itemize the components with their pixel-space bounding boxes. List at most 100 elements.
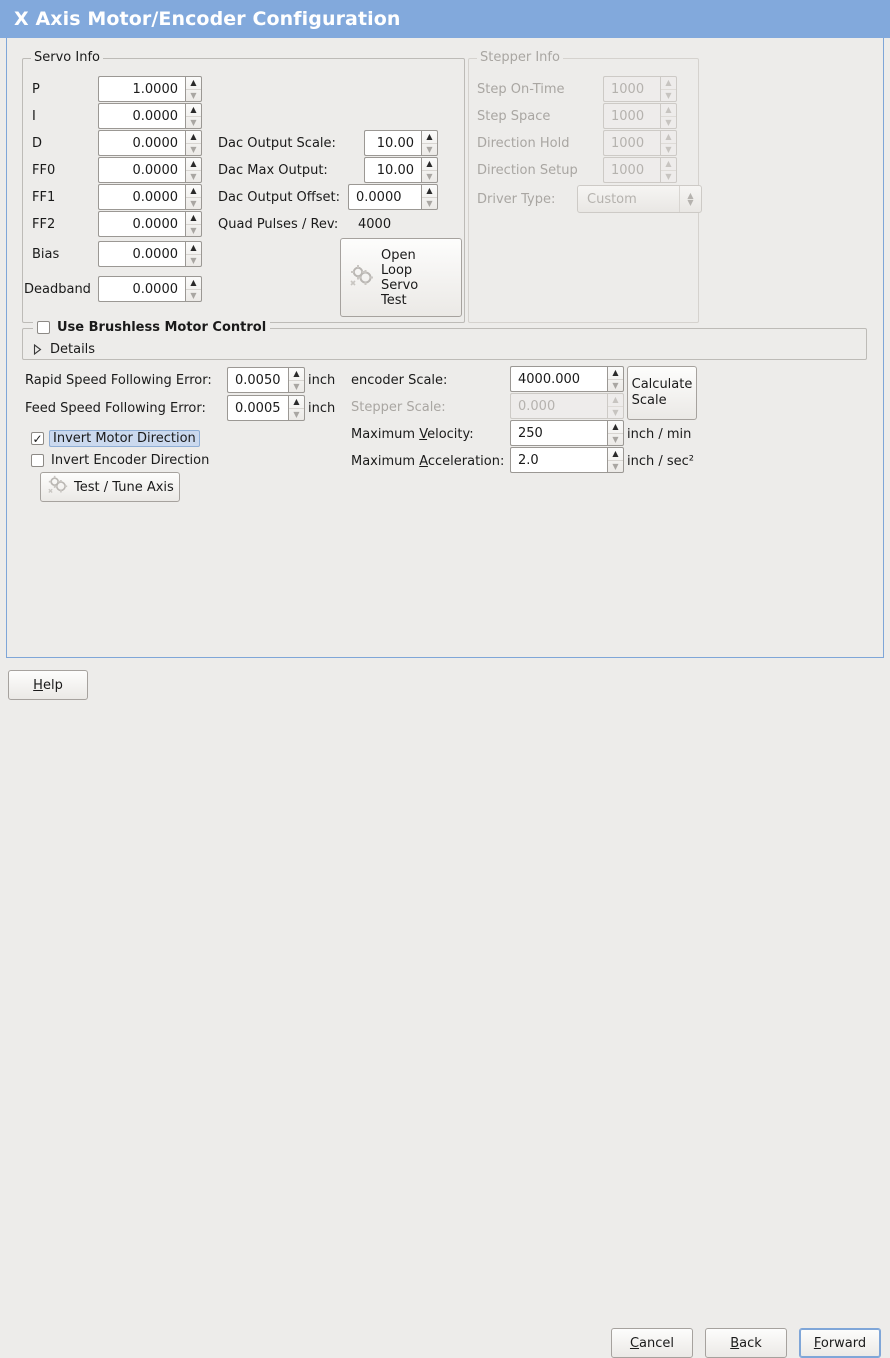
spin-up-icon[interactable]: ▲ — [426, 159, 433, 168]
spin-deadband-value[interactable]: 0.0000 — [98, 276, 185, 302]
spin-ff2-buttons[interactable]: ▲ ▼ — [185, 211, 202, 237]
spin-bias[interactable]: 0.0000 ▲ ▼ — [98, 241, 202, 267]
spin-maximum-acceleration[interactable]: 2.0 ▲ ▼ — [510, 447, 624, 473]
spin-ff1-value[interactable]: 0.0000 — [98, 184, 185, 210]
spin-down-icon[interactable]: ▼ — [608, 433, 623, 445]
spin-deadband-buttons[interactable]: ▲ ▼ — [185, 276, 202, 302]
spin-up-icon[interactable]: ▲ — [190, 105, 197, 114]
spin-d[interactable]: 0.0000 ▲ ▼ — [98, 130, 202, 156]
spin-down-icon[interactable]: ▼ — [422, 170, 437, 182]
spin-down-icon[interactable]: ▼ — [186, 89, 201, 101]
spin-up-icon[interactable]: ▲ — [190, 159, 197, 168]
help-label: Help — [33, 678, 63, 693]
spin-up-icon[interactable]: ▲ — [612, 368, 619, 377]
spin-p-buttons[interactable]: ▲ ▼ — [185, 76, 202, 102]
spin-ff2[interactable]: 0.0000 ▲ ▼ — [98, 211, 202, 237]
spin-step-on-time: 1000 ▲ ▼ — [603, 76, 677, 102]
spin-up-icon[interactable]: ▲ — [426, 132, 433, 141]
spin-maximum-velocity[interactable]: 250 ▲ ▼ — [510, 420, 624, 446]
spin-p[interactable]: 1.0000 ▲ ▼ — [98, 76, 202, 102]
help-button[interactable]: Help — [8, 670, 88, 700]
spin-ff2-value[interactable]: 0.0000 — [98, 211, 185, 237]
spin-dac-max-output[interactable]: 10.00 ▲ ▼ — [364, 157, 438, 183]
spin-down-icon[interactable]: ▼ — [186, 170, 201, 182]
spin-feed-speed-following-error[interactable]: 0.0005 ▲ ▼ — [227, 395, 305, 421]
checkbox-box[interactable] — [37, 321, 50, 334]
spin-dac-output-offset-value[interactable]: 0.0000 — [348, 184, 421, 210]
spin-rapid-speed-following-error[interactable]: 0.0050 ▲ ▼ — [227, 367, 305, 393]
spin-down-icon[interactable]: ▼ — [608, 379, 623, 391]
spin-ff1-buttons[interactable]: ▲ ▼ — [185, 184, 202, 210]
use-brushless-motor-control-checkbox[interactable]: Use Brushless Motor Control — [33, 320, 271, 335]
spin-down-icon[interactable]: ▼ — [186, 197, 201, 209]
spin-feed-error-buttons[interactable]: ▲ ▼ — [288, 395, 305, 421]
spin-down-icon[interactable]: ▼ — [422, 143, 437, 155]
spin-deadband[interactable]: 0.0000 ▲ ▼ — [98, 276, 202, 302]
label-stepper-scale: Stepper Scale: — [351, 400, 446, 415]
spin-encoder-scale-value[interactable]: 4000.000 — [510, 366, 607, 392]
spin-dac-output-scale-buttons[interactable]: ▲ ▼ — [421, 130, 438, 156]
spin-dac-output-scale-value[interactable]: 10.00 — [364, 130, 421, 156]
spin-down-icon[interactable]: ▼ — [186, 224, 201, 236]
spin-down-icon[interactable]: ▼ — [608, 460, 623, 472]
spin-bias-buttons[interactable]: ▲ ▼ — [185, 241, 202, 267]
spin-maximum-acceleration-buttons[interactable]: ▲ ▼ — [607, 447, 624, 473]
details-expander[interactable]: Details — [33, 342, 95, 357]
spin-down-icon[interactable]: ▼ — [289, 408, 304, 420]
test-tune-axis-button[interactable]: Test / Tune Axis — [40, 472, 180, 502]
spin-ff0-buttons[interactable]: ▲ ▼ — [185, 157, 202, 183]
spin-d-value[interactable]: 0.0000 — [98, 130, 185, 156]
spin-bias-value[interactable]: 0.0000 — [98, 241, 185, 267]
spin-feed-error-value[interactable]: 0.0005 — [227, 395, 288, 421]
spin-up-icon[interactable]: ▲ — [612, 422, 619, 431]
spin-ff1[interactable]: 0.0000 ▲ ▼ — [98, 184, 202, 210]
spin-i-value[interactable]: 0.0000 — [98, 103, 185, 129]
spin-i-buttons[interactable]: ▲ ▼ — [185, 103, 202, 129]
spin-up-icon[interactable]: ▲ — [293, 397, 300, 406]
spin-down-icon[interactable]: ▼ — [186, 116, 201, 128]
invert-motor-direction-checkbox[interactable]: ✓ Invert Motor Direction — [31, 430, 200, 447]
spin-encoder-scale-buttons[interactable]: ▲ ▼ — [607, 366, 624, 392]
spin-up-icon[interactable]: ▲ — [293, 369, 300, 378]
spin-up-icon[interactable]: ▲ — [190, 278, 197, 287]
spin-i[interactable]: 0.0000 ▲ ▼ — [98, 103, 202, 129]
spin-ff0-value[interactable]: 0.0000 — [98, 157, 185, 183]
spin-rapid-error-buttons[interactable]: ▲ ▼ — [288, 367, 305, 393]
spin-maximum-velocity-value[interactable]: 250 — [510, 420, 607, 446]
spin-maximum-acceleration-value[interactable]: 2.0 — [510, 447, 607, 473]
spin-dac-max-output-value[interactable]: 10.00 — [364, 157, 421, 183]
checkbox-box[interactable]: ✓ — [31, 431, 44, 446]
spin-up-icon[interactable]: ▲ — [612, 449, 619, 458]
spin-down-icon[interactable]: ▼ — [289, 380, 304, 392]
invert-encoder-direction-checkbox[interactable]: Invert Encoder Direction — [31, 453, 209, 468]
spin-d-buttons[interactable]: ▲ ▼ — [185, 130, 202, 156]
spin-ff0[interactable]: 0.0000 ▲ ▼ — [98, 157, 202, 183]
checkbox-box[interactable] — [31, 454, 44, 467]
test-tune-axis-label: Test / Tune Axis — [74, 479, 174, 495]
calculate-scale-button[interactable]: Calculate Scale — [627, 366, 697, 420]
cancel-button[interactable]: Cancel — [611, 1328, 693, 1358]
spin-down-icon[interactable]: ▼ — [186, 289, 201, 301]
forward-button[interactable]: Forward — [799, 1328, 881, 1358]
spin-up-icon[interactable]: ▲ — [190, 186, 197, 195]
spin-up-icon[interactable]: ▲ — [190, 132, 197, 141]
spin-up-icon: ▲ — [665, 159, 672, 168]
spin-dac-output-scale[interactable]: 10.00 ▲ ▼ — [364, 130, 438, 156]
spin-down-icon[interactable]: ▼ — [186, 143, 201, 155]
spin-up-icon[interactable]: ▲ — [190, 243, 197, 252]
spin-dac-max-output-buttons[interactable]: ▲ ▼ — [421, 157, 438, 183]
spin-up-icon[interactable]: ▲ — [426, 186, 433, 195]
spin-down-icon[interactable]: ▼ — [186, 254, 201, 266]
spin-dac-output-offset-buttons[interactable]: ▲ ▼ — [421, 184, 438, 210]
spin-down-icon[interactable]: ▼ — [422, 197, 437, 209]
spin-rapid-error-value[interactable]: 0.0050 — [227, 367, 288, 393]
spin-up-icon[interactable]: ▲ — [190, 213, 197, 222]
spin-dac-output-offset[interactable]: 0.0000 ▲ ▼ — [348, 184, 438, 210]
chevron-right-icon[interactable] — [33, 344, 42, 355]
spin-encoder-scale[interactable]: 4000.000 ▲ ▼ — [510, 366, 624, 392]
open-loop-servo-test-button[interactable]: Open Loop Servo Test — [340, 238, 462, 317]
spin-up-icon[interactable]: ▲ — [190, 78, 197, 87]
spin-p-value[interactable]: 1.0000 — [98, 76, 185, 102]
spin-maximum-velocity-buttons[interactable]: ▲ ▼ — [607, 420, 624, 446]
back-button[interactable]: Back — [705, 1328, 787, 1358]
